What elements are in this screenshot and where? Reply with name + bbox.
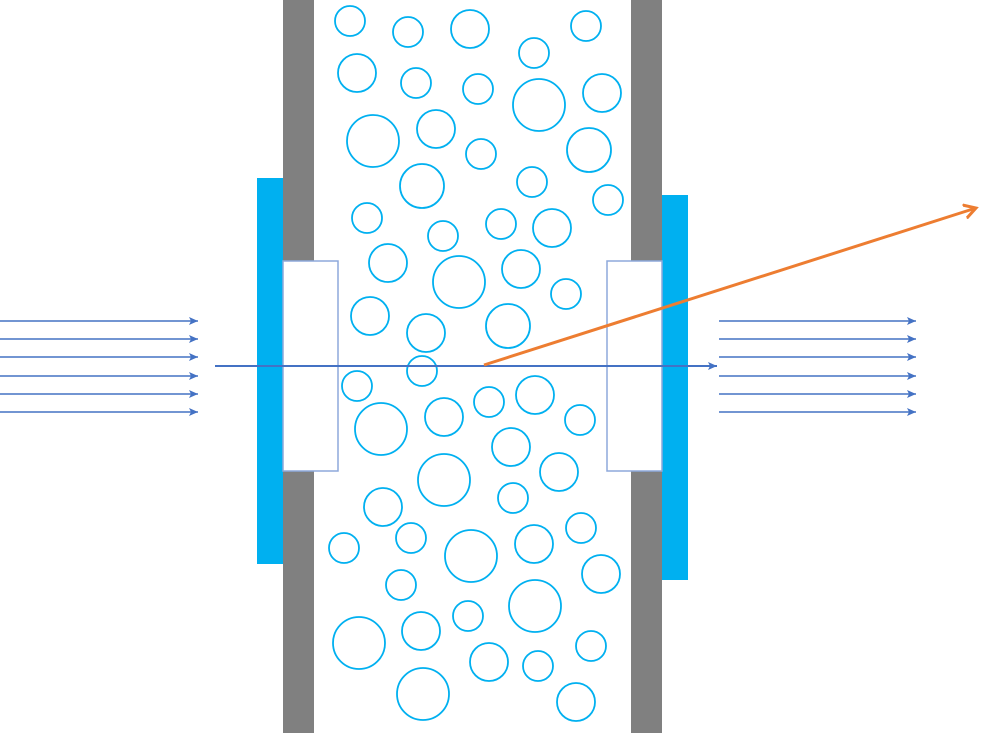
- bubble-icon: [416, 109, 456, 149]
- bubble-icon: [575, 630, 607, 662]
- bubble-icon: [514, 524, 554, 564]
- bubble-icon: [417, 453, 471, 507]
- bubble-icon: [332, 616, 386, 670]
- bubble-icon: [400, 67, 432, 99]
- bubble-icon: [337, 53, 377, 93]
- windows: [257, 178, 688, 580]
- bubble-icon: [368, 243, 408, 283]
- bubble-icon: [501, 249, 541, 289]
- bubble-icon: [427, 220, 459, 252]
- bubble-icon: [539, 452, 579, 492]
- bubble-icon: [462, 73, 494, 105]
- bubble-icon: [328, 532, 360, 564]
- bubble-icon: [497, 482, 529, 514]
- transmitted-beam-arrows-icon: [719, 317, 916, 416]
- bubble-icon: [515, 375, 555, 415]
- bubbles-group: [328, 5, 624, 722]
- bubble-icon: [566, 127, 612, 173]
- bubble-icon: [532, 208, 572, 248]
- bubble-icon: [469, 642, 509, 682]
- bubble-icon: [406, 355, 438, 387]
- bubble-icon: [564, 404, 596, 436]
- scattered-ray-arrow-icon: [483, 208, 976, 367]
- bubble-icon: [396, 667, 450, 721]
- bubble-icon: [550, 278, 582, 310]
- bubble-icon: [450, 9, 490, 49]
- bubble-icon: [341, 370, 373, 402]
- bubble-icon: [465, 138, 497, 170]
- bubble-icon: [473, 386, 505, 418]
- bubble-icon: [351, 202, 383, 234]
- incident-beam-arrows-icon: [0, 317, 198, 416]
- bubble-icon: [582, 73, 622, 113]
- bubble-icon: [385, 569, 417, 601]
- bubble-icon: [401, 611, 441, 651]
- right-window-plate: [662, 195, 688, 580]
- bubble-icon: [444, 529, 498, 583]
- bubble-icon: [334, 5, 366, 37]
- bubble-icon: [346, 114, 400, 168]
- bubble-icon: [395, 522, 427, 554]
- bubble-icon: [516, 166, 548, 198]
- bubble-icon: [508, 579, 562, 633]
- bubble-icon: [399, 163, 445, 209]
- bubble-icon: [350, 296, 390, 336]
- bubble-icon: [485, 303, 531, 349]
- bubble-icon: [570, 10, 602, 42]
- left-window-plate: [257, 178, 283, 564]
- bubble-icon: [485, 208, 517, 240]
- bubble-icon: [592, 184, 624, 216]
- bubble-icon: [556, 682, 596, 722]
- bubble-icon: [424, 397, 464, 437]
- bubble-icon: [512, 78, 566, 132]
- bubble-icon: [491, 427, 531, 467]
- bubble-icon: [518, 37, 550, 69]
- bubble-icon: [354, 402, 408, 456]
- bubble-icon: [432, 255, 486, 309]
- bubble-icon: [581, 554, 621, 594]
- bubble-icon: [452, 600, 484, 632]
- bubble-icon: [406, 313, 446, 353]
- bubble-icon: [392, 16, 424, 48]
- bubble-icon: [522, 650, 554, 682]
- bubble-icon: [565, 512, 597, 544]
- bubble-icon: [363, 487, 403, 527]
